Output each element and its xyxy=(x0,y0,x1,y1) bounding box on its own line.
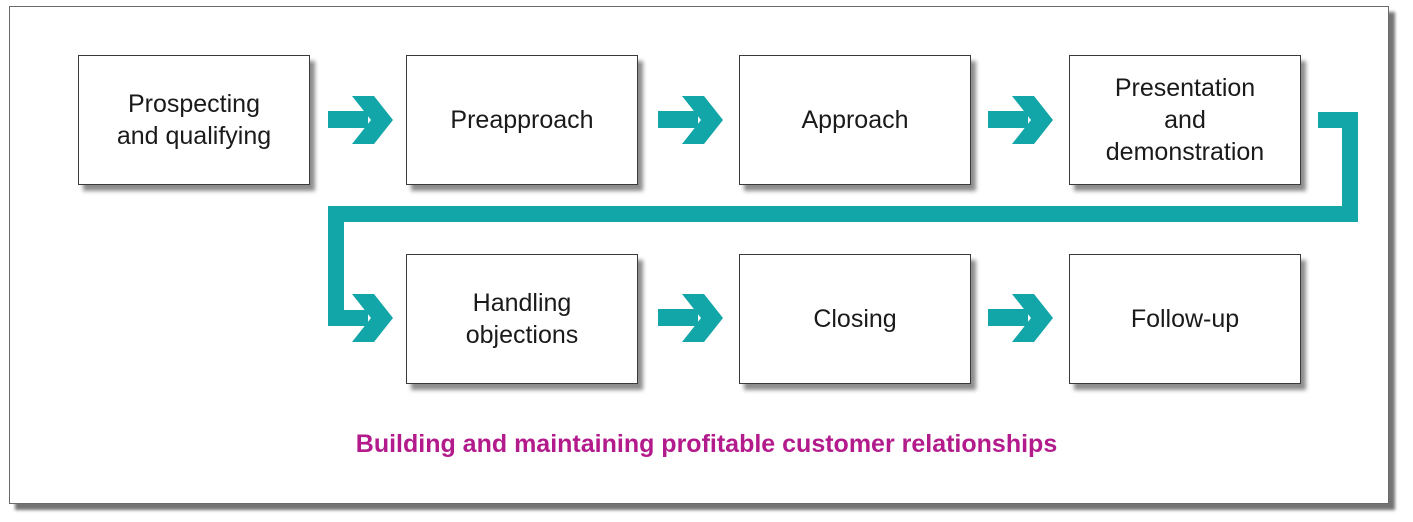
step-follow-up-box: Follow-up xyxy=(1069,254,1301,384)
step-label: Closing xyxy=(813,305,897,333)
step-label: Approach xyxy=(801,106,909,134)
step-prospecting-box: Prospecting and qualifying xyxy=(78,55,310,185)
step-label: Preapproach xyxy=(450,106,594,134)
diagram-caption: Building and maintaining profitable cust… xyxy=(355,430,1058,458)
step-label: Handling objections xyxy=(465,289,579,349)
step-handling-objections-box: Handling objections xyxy=(406,254,638,384)
step-label: Presentation and demonstration xyxy=(1105,74,1265,166)
step-preapproach-box: Preapproach xyxy=(406,55,638,185)
step-label: Prospecting and qualifying xyxy=(116,90,272,150)
step-approach-box: Approach xyxy=(739,55,971,185)
step-label: Follow-up xyxy=(1130,305,1240,333)
step-closing-box: Closing xyxy=(739,254,971,384)
step-presentation-box: Presentation and demonstration xyxy=(1069,55,1301,185)
